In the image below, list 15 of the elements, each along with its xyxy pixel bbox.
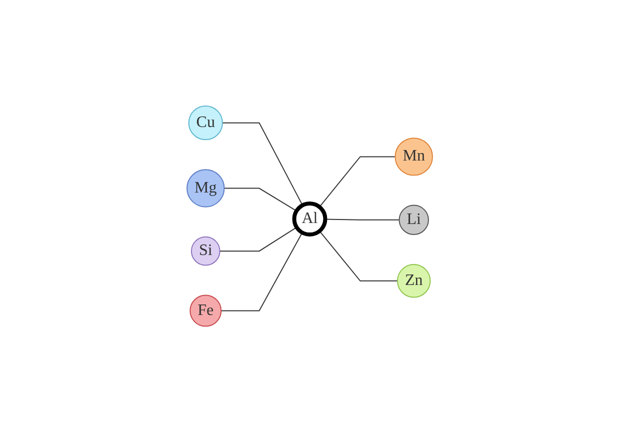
node-circle: Al [292,201,327,236]
node-circle: Mn [394,137,433,176]
node-circle: Li [398,204,429,235]
connector [224,188,297,212]
connector [219,226,297,252]
connector [222,122,303,206]
node-circle: Fe [189,294,222,327]
connector [220,232,303,312]
node-circle: Zn [396,264,430,298]
node-circle: Cu [188,105,223,140]
node-circle: Si [190,236,220,266]
connector [318,230,398,282]
connector [324,218,400,220]
connector [318,156,396,208]
node-circle: Mg [186,169,224,208]
